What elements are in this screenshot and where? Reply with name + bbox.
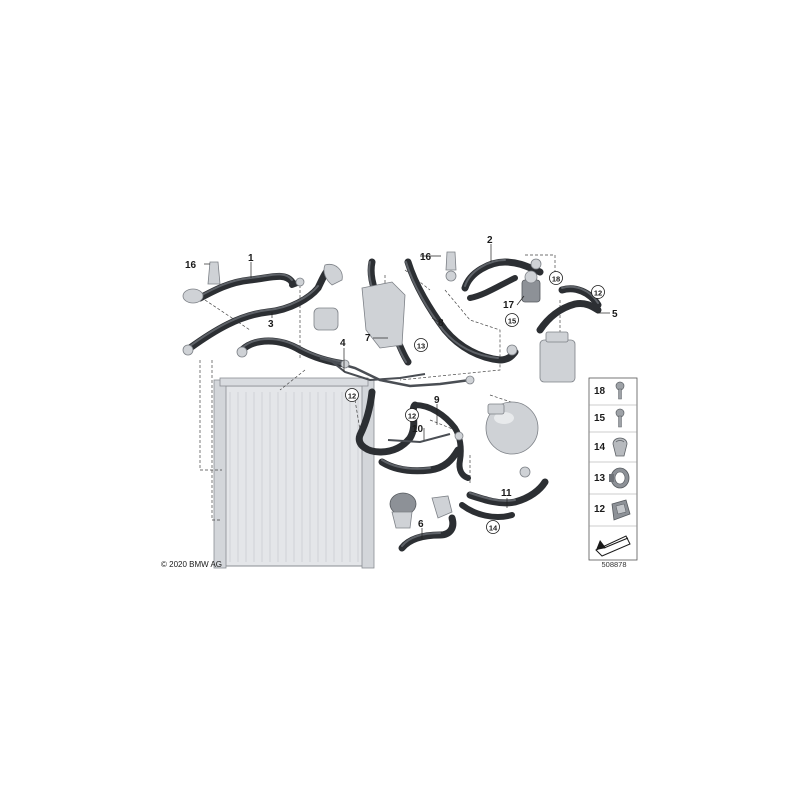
legend-label-18: 18 <box>594 386 606 397</box>
legend-label-12: 12 <box>594 504 606 515</box>
callout-1: 1 <box>248 253 254 264</box>
components <box>182 251 576 529</box>
circled-callout-13: 13 <box>417 342 425 351</box>
callout-7: 7 <box>365 333 371 344</box>
arrow-icon <box>595 535 631 557</box>
legend-panel: 18 15 14 13 12 <box>588 377 638 561</box>
callout-labels: 16 1 3 4 7 8 16 2 17 5 9 10 11 6 <box>185 235 618 530</box>
callout-2: 2 <box>487 235 493 246</box>
callout-16-left: 16 <box>185 260 197 271</box>
spring-clip-icon <box>612 437 628 457</box>
hose-clamp-icon <box>609 467 630 489</box>
circled-callout-15: 15 <box>508 317 516 326</box>
copyright-notice: © 2020 BMW AG <box>161 560 222 569</box>
callout-8: 8 <box>438 318 444 329</box>
radiator <box>213 377 375 569</box>
callout-9: 9 <box>434 395 440 406</box>
bolt-icon <box>615 408 625 428</box>
callout-3: 3 <box>268 319 274 330</box>
legend-label-14: 14 <box>594 442 606 453</box>
callout-5: 5 <box>612 309 618 320</box>
bracket-clip-icon <box>611 499 631 521</box>
callout-11: 11 <box>501 488 512 499</box>
circled-callout-12-c: 12 <box>594 289 602 298</box>
legend-label-13: 13 <box>594 473 606 484</box>
circled-callout-18: 18 <box>552 275 560 284</box>
diagram-number: 508878 <box>601 560 626 569</box>
callout-17: 17 <box>503 300 515 311</box>
leader-lines <box>204 244 610 540</box>
callout-6: 6 <box>418 519 424 530</box>
callout-16-right: 16 <box>420 252 432 263</box>
circled-callout-12-b: 12 <box>408 412 416 421</box>
circled-callout-14: 14 <box>489 524 498 533</box>
circled-callout-12-a: 12 <box>348 392 356 401</box>
callout-10: 10 <box>412 424 424 435</box>
circled-callouts: 12 12 13 14 15 18 12 <box>345 271 605 534</box>
legend-label-15: 15 <box>594 413 606 424</box>
callout-4: 4 <box>340 338 346 349</box>
screw-icon <box>615 381 625 400</box>
